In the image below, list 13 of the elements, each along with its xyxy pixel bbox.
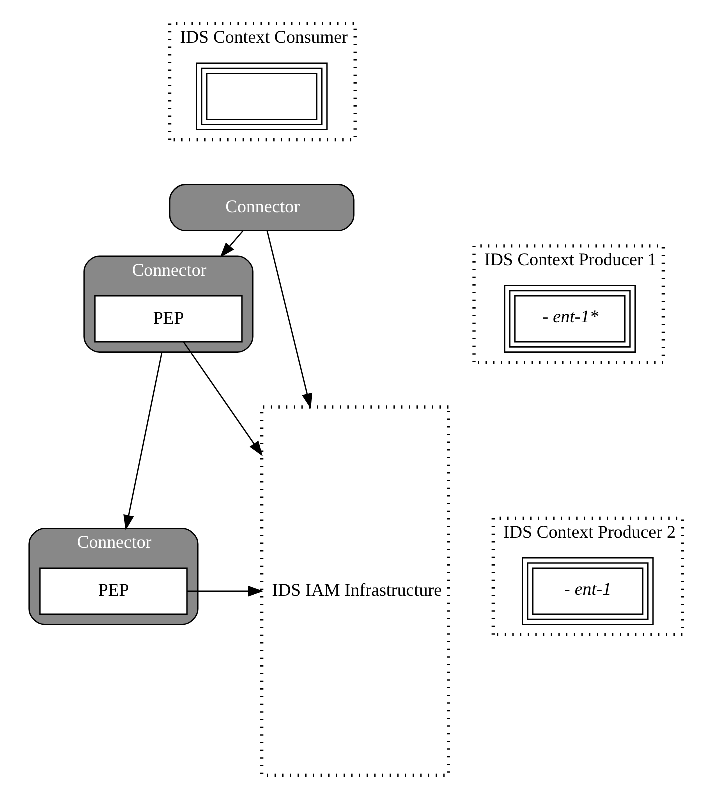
node-box: - ent-1 bbox=[522, 558, 654, 626]
node-box: IDS IAM Infrastructure bbox=[260, 406, 450, 778]
node-box: PEP bbox=[39, 568, 188, 616]
node-box bbox=[196, 62, 328, 130]
cluster: IDS Context Consumer bbox=[168, 22, 356, 142]
arrow bbox=[220, 230, 244, 258]
node-box: PEP bbox=[94, 295, 242, 343]
arrow bbox=[186, 586, 264, 597]
node-box: Connector bbox=[168, 184, 354, 232]
arrow bbox=[182, 342, 262, 457]
arrow bbox=[266, 231, 312, 410]
node-box: - ent-1* bbox=[504, 285, 636, 353]
arrow bbox=[123, 352, 162, 531]
